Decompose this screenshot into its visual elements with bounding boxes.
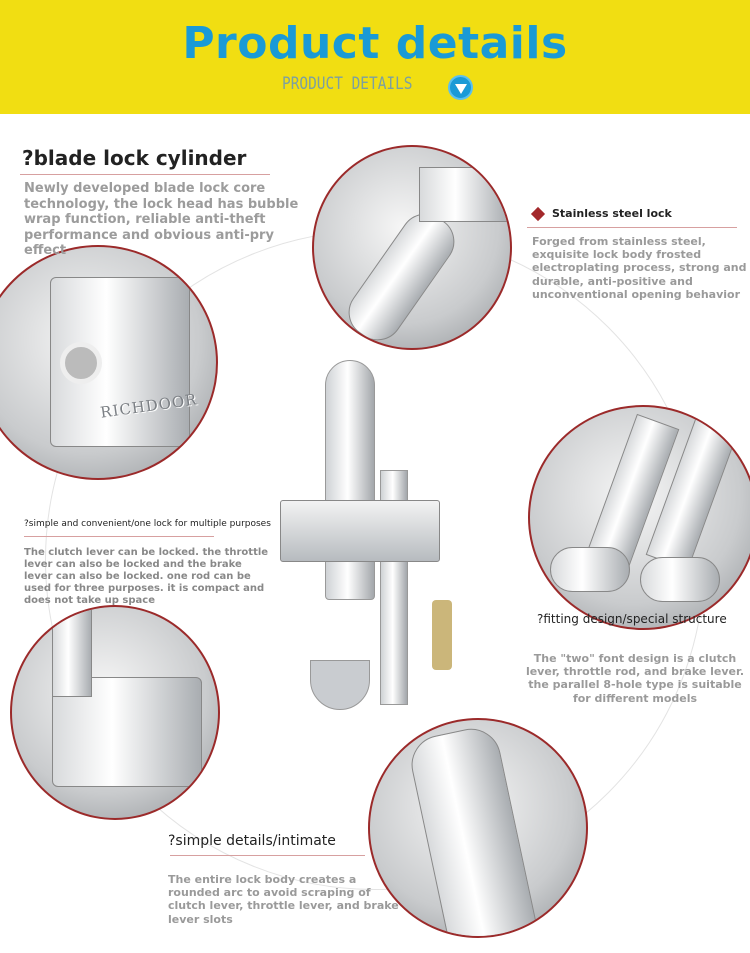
lock-body [419,167,509,222]
page-subtitle: PRODUCT DETAILS [282,74,413,94]
lever-plate [52,607,92,697]
chevron-down-circle-icon [448,75,473,100]
section-heading-details: ?simple details/intimate [168,833,336,849]
divider [170,855,365,856]
rod [325,360,375,600]
section-text-details: The entire lock body creates a rounded a… [168,873,399,926]
detail-image-rod [368,718,588,938]
divider [24,536,214,537]
section-heading-fitting: ?fitting design/special structure [537,612,727,626]
section-heading-blade-lock: ?blade lock cylinder [22,146,247,170]
pedal-foot [550,547,630,592]
divider [20,174,270,175]
section-text-stainless: Forged from stainless steel, exquisite l… [532,235,747,301]
keyhole-icon [60,342,102,384]
detail-image-lock-body [10,605,220,820]
section-text-multipurpose: The clutch lever can be locked. the thro… [24,547,269,606]
diamond-bullet-icon [530,206,546,222]
section-text-fitting: The "two" font design is a clutch lever,… [525,652,745,705]
page-title: Product details [182,18,568,69]
lever-plate [338,203,465,348]
detail-image-levers [528,405,750,630]
section-text-blade-lock: Newly developed blade lock core technolo… [24,181,299,259]
product-image-pedal-lock [270,360,452,730]
divider [527,227,737,228]
section-heading-stainless: Stainless steel lock [552,207,672,220]
section-heading-multipurpose: ?simple and convenient/one lock for mult… [24,519,271,529]
lock-body [280,500,440,562]
detail-image-lock-cylinder: RICHDOOR [0,245,218,480]
key-icon [432,600,452,670]
rod [406,723,544,936]
header-banner: Product details PRODUCT DETAILS [0,0,750,114]
pedal-foot [640,557,720,602]
detail-image-top [312,145,512,350]
pedal-foot [310,660,370,710]
